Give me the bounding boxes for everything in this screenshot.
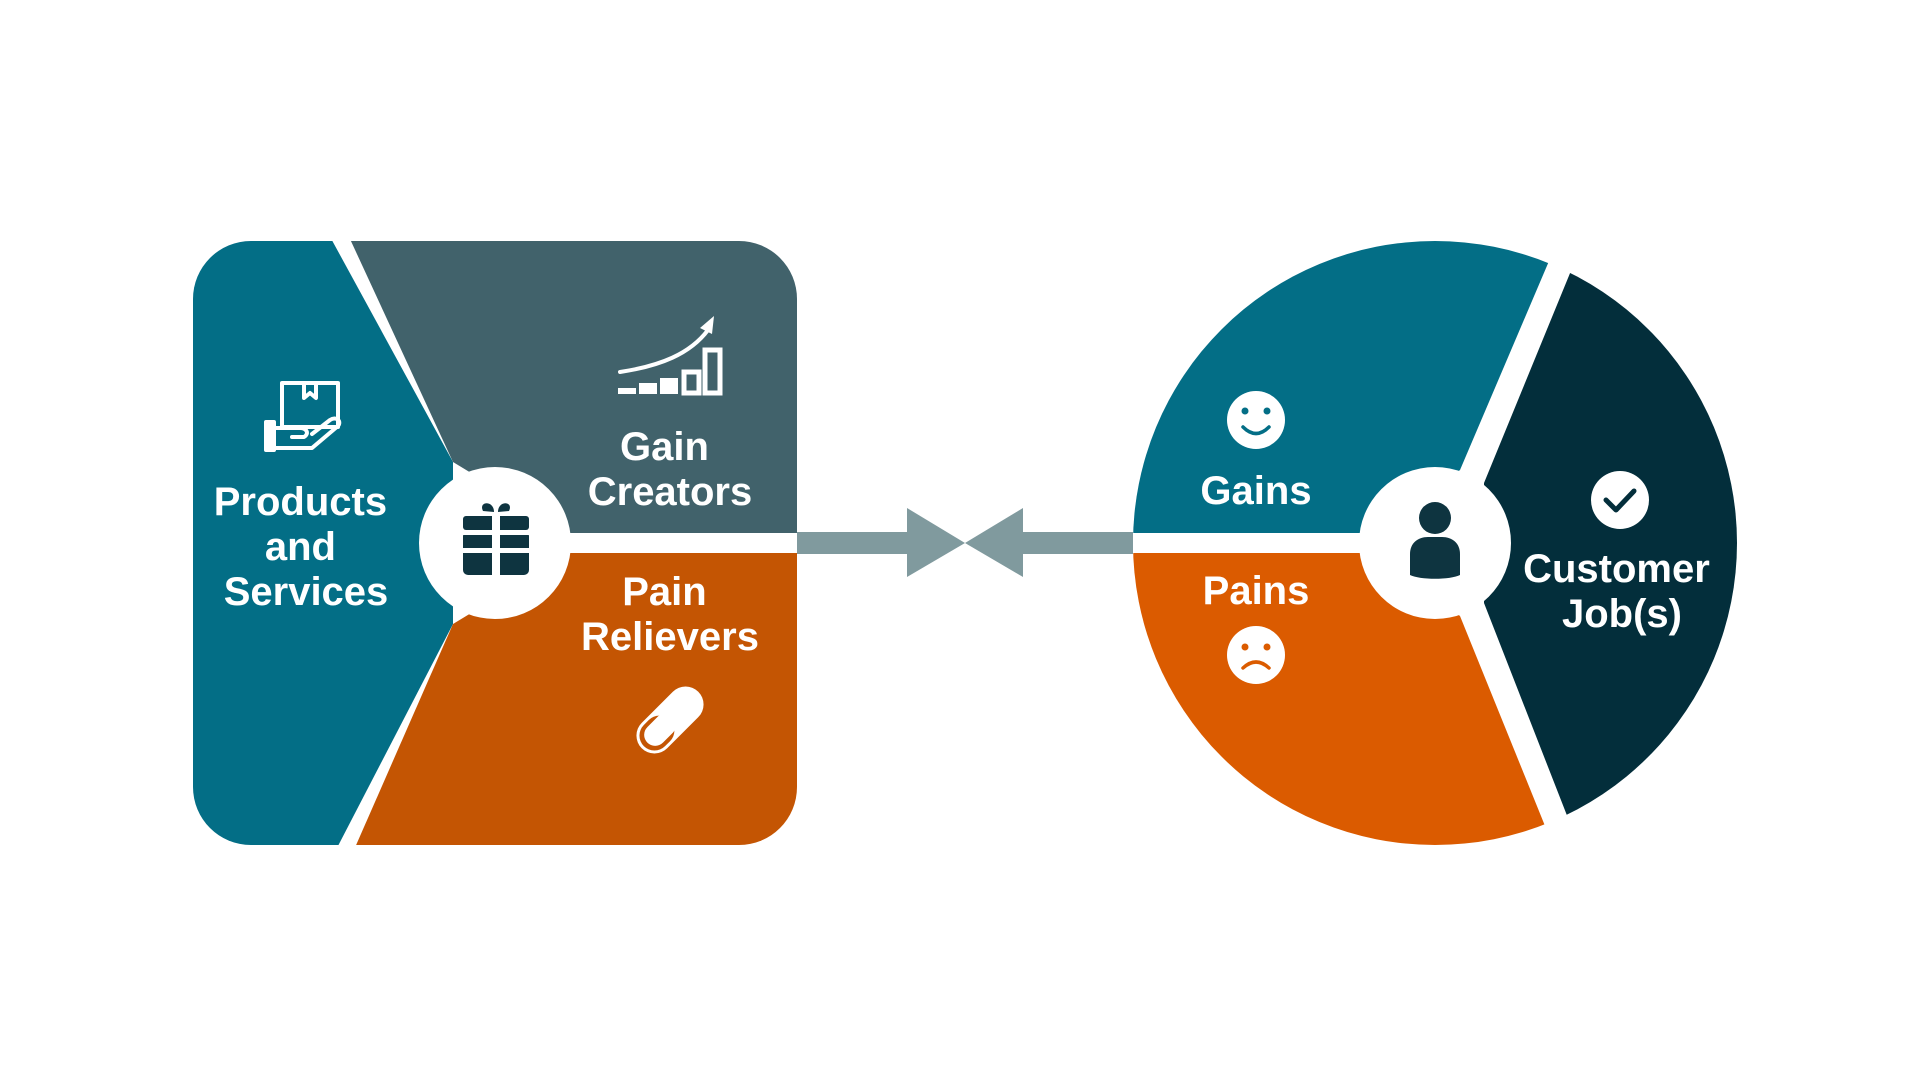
gain-creators-label: Gain Creators — [588, 425, 753, 514]
check-circle-icon — [1591, 471, 1649, 529]
smile-icon — [1227, 391, 1285, 449]
products-services-section — [193, 241, 453, 845]
pill-icon — [636, 686, 704, 754]
gift-icon — [460, 503, 532, 577]
gain-creators-section — [332, 241, 797, 533]
customer-profile: Gains Pains Customer Job(s) — [1133, 241, 1737, 845]
frown-icon — [1227, 626, 1285, 684]
pain-relievers-section — [332, 553, 797, 845]
hand-box-icon — [264, 381, 342, 452]
arrow-right-head — [907, 508, 965, 577]
customer-jobs-label: Customer Job(s) — [1523, 547, 1721, 636]
gains-label: Gains — [1200, 469, 1311, 513]
arrow-left-shaft — [1023, 532, 1133, 554]
arrow-left-head — [965, 508, 1023, 577]
value-map: Products and Services Gain Creators Pain… — [193, 241, 797, 845]
fit-arrows — [797, 508, 1133, 577]
products-services-label: Products and Services — [214, 480, 398, 614]
growth-chart-icon — [618, 316, 723, 396]
pains-label: Pains — [1203, 569, 1310, 613]
pain-relievers-label: Pain Relievers — [581, 570, 759, 659]
arrow-right-shaft — [797, 532, 907, 554]
person-icon — [1410, 502, 1460, 579]
